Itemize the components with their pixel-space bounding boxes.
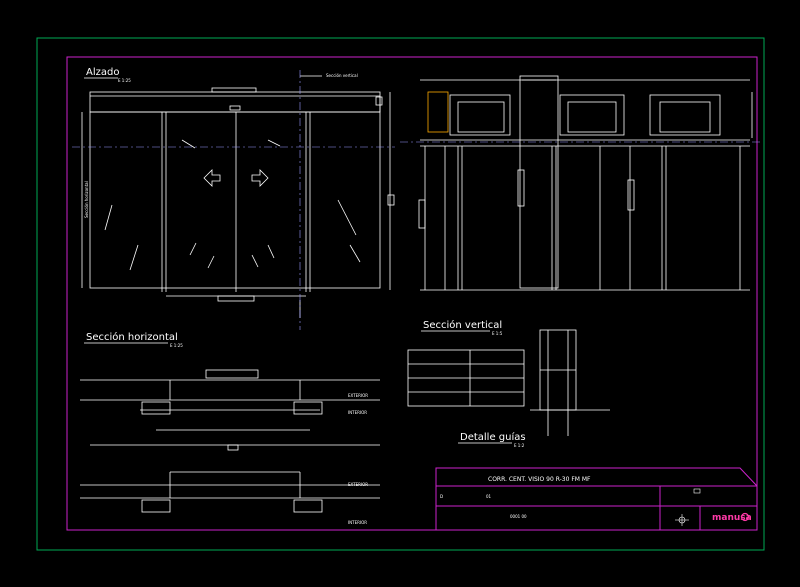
elevation-cut-label: Sección vertical xyxy=(326,73,358,78)
horizontal-title: Sección horizontal xyxy=(86,331,178,343)
brand-logo-mark-icon xyxy=(740,512,750,522)
elevation-view: Alzado E 1:25 Sección vertical Sección h… xyxy=(81,67,383,318)
exterior-label-1: EXTERIOR xyxy=(348,393,368,398)
vertical-scale: E 1:5 xyxy=(492,331,503,336)
interior-label-2: INTERIOR xyxy=(348,520,367,525)
elevation-side-label: Sección horizontal xyxy=(84,181,89,218)
horizontal-scale: E 1:25 xyxy=(170,343,183,348)
sheet-frame-outer xyxy=(36,37,765,551)
interior-label-1: INTERIOR xyxy=(348,410,367,415)
horizontal-section-view: Sección horizontal E 1:25 EXTERIOR INTER… xyxy=(80,331,380,525)
elevation-scale: E 1:25 xyxy=(118,78,131,83)
guides-scale: E 1:2 xyxy=(514,443,525,448)
elevation-title: Alzado xyxy=(86,67,119,78)
brand-logo: manusa xyxy=(712,513,752,523)
title-block-field-a: D xyxy=(440,494,443,499)
guides-title: Detalle guías xyxy=(460,431,526,443)
projection-symbol-icon xyxy=(675,514,689,526)
vertical-sections xyxy=(387,75,753,291)
exterior-label-2: EXTERIOR xyxy=(348,482,368,487)
title-block: CORR. CENT. VISIO 90 R-30 FM MF D 01 000… xyxy=(435,467,758,531)
title-block-code: 0001 00 xyxy=(510,514,527,519)
vertical-section-detail: Sección vertical E 1:5 Detalle guías E 1… xyxy=(407,319,610,448)
title-block-field-b: 01 xyxy=(486,494,492,499)
sheet-frame-inner xyxy=(66,56,758,531)
vertical-title: Sección vertical xyxy=(423,319,502,331)
title-block-title: CORR. CENT. VISIO 90 R-30 FM MF xyxy=(488,476,591,483)
